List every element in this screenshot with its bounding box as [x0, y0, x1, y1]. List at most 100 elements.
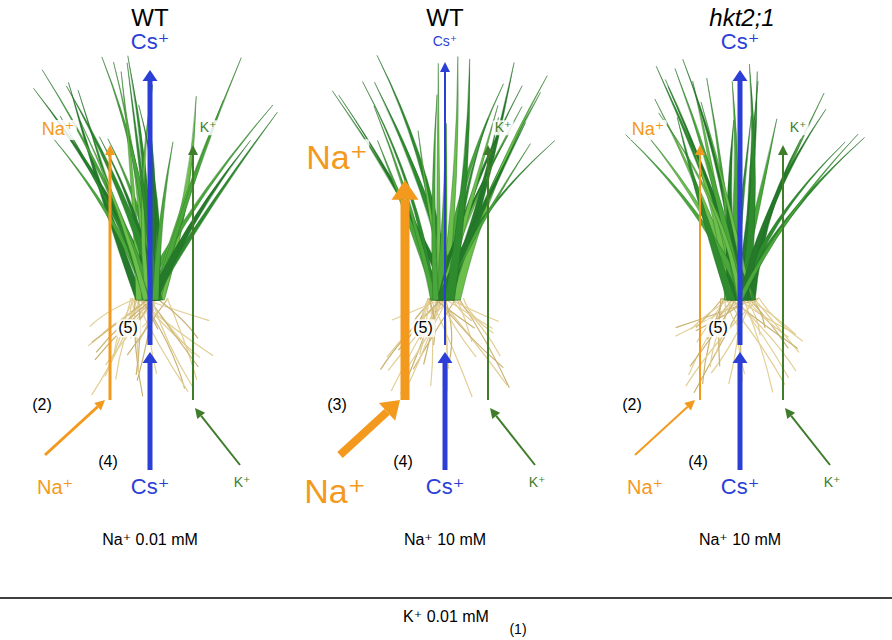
root-line — [459, 298, 510, 388]
flow-arrow — [444, 72, 446, 345]
leaf-blade — [701, 102, 753, 300]
arrow-head — [195, 408, 205, 419]
flow-arrow — [148, 81, 153, 345]
callout-number: (5) — [706, 319, 730, 337]
leaf-blade — [152, 58, 241, 300]
leaf-blade — [148, 140, 250, 300]
leaf-blade — [136, 105, 273, 300]
ion-label: Cs⁺ — [431, 34, 460, 49]
leaf-blade — [437, 86, 522, 300]
ion-label: K⁺ — [822, 475, 843, 490]
ion-label: Cs⁺ — [424, 475, 467, 499]
root-line — [747, 298, 796, 335]
condition-label: Na⁺ 0.01 mM — [100, 531, 200, 549]
root-line — [686, 298, 759, 386]
ion-label: K⁺ — [198, 120, 219, 135]
root-line — [690, 298, 737, 366]
arrow-head — [778, 145, 788, 155]
root-line — [737, 298, 795, 333]
arrow-head — [733, 352, 748, 363]
ion-label: Na⁺ — [304, 139, 369, 176]
flow-arrow — [109, 155, 112, 400]
flow-arrow — [791, 416, 830, 465]
title: WT — [129, 5, 170, 31]
arrow-head — [94, 400, 105, 410]
ion-label: Na⁺ — [625, 476, 665, 498]
arrow-head — [733, 70, 748, 81]
leaf-blade — [42, 70, 155, 300]
root-line — [92, 298, 138, 395]
leaf-blade — [377, 55, 449, 300]
root-line — [433, 298, 475, 328]
leaf-blade — [445, 59, 470, 300]
condition-label: Na⁺ 10 mM — [697, 531, 783, 549]
leaf-blade — [677, 117, 735, 300]
flow-arrow — [192, 155, 194, 400]
flow-arrow — [340, 412, 387, 455]
arrow-head — [490, 408, 500, 419]
condition-label: K⁺ 0.01 mM — [401, 608, 491, 626]
callout-number: (4) — [391, 453, 415, 471]
ion-label: K⁺ — [232, 475, 253, 490]
root-line — [151, 298, 193, 387]
ion-label: Na⁺ — [302, 473, 367, 510]
arrow-head — [143, 352, 158, 363]
callout-number: (5) — [411, 319, 435, 337]
callout-number: (2) — [620, 396, 644, 414]
ion-label: Cs⁺ — [129, 475, 172, 499]
callout-number: (3) — [325, 396, 349, 414]
flow-arrow — [738, 363, 743, 470]
separator-line — [0, 597, 892, 599]
root-line — [448, 298, 499, 322]
arrow-head — [785, 408, 795, 419]
leaf-blade — [432, 95, 439, 300]
leaf-blade — [78, 90, 150, 300]
ion-label: Cs⁺ — [719, 30, 762, 54]
flow-arrow — [45, 407, 98, 455]
root-line — [439, 298, 507, 385]
title: hkt2;1 — [707, 5, 776, 31]
arrow-head — [392, 180, 419, 200]
arrow-head — [438, 352, 453, 363]
root-line — [380, 298, 443, 370]
leaf-blade — [152, 142, 173, 300]
ion-label: Cs⁺ — [129, 30, 172, 54]
arrow-head — [440, 62, 450, 72]
leaf-blade — [737, 134, 858, 300]
flow-arrow — [148, 363, 153, 470]
flow-arrow — [443, 363, 448, 470]
ion-label: K⁺ — [493, 120, 514, 135]
root-line — [148, 298, 198, 367]
flow-arrow — [782, 155, 784, 400]
callout-number: (5) — [116, 319, 140, 337]
arrow-head — [105, 145, 115, 155]
ion-label: K⁺ — [527, 475, 548, 490]
rice-plant — [33, 56, 277, 397]
leaf-blade — [362, 82, 435, 300]
root-line — [141, 298, 185, 389]
flow-arrow — [699, 155, 701, 400]
root-line — [156, 298, 198, 338]
root-line — [96, 298, 155, 352]
title: WT — [424, 5, 465, 31]
callout-number: (1) — [507, 622, 528, 637]
leaf-blade — [339, 95, 451, 300]
arrow-head — [483, 145, 493, 155]
callout-number: (4) — [96, 453, 120, 471]
root-line — [408, 298, 448, 367]
arrow-head — [379, 400, 400, 421]
leaf-blade — [147, 112, 277, 300]
root-line — [409, 298, 442, 382]
flow-arrow — [635, 407, 688, 455]
root-line — [92, 298, 150, 342]
callout-number: (4) — [686, 453, 710, 471]
arrow-head — [695, 145, 705, 155]
root-line — [135, 298, 188, 392]
ion-label: K⁺ — [788, 120, 809, 135]
flow-arrow — [496, 416, 535, 465]
ion-label: Na⁺ — [630, 120, 667, 140]
ion-label: Na⁺ — [40, 120, 77, 140]
callout-number: (2) — [30, 396, 54, 414]
rice-plant — [332, 55, 555, 397]
ion-label: Na⁺ — [35, 476, 75, 498]
